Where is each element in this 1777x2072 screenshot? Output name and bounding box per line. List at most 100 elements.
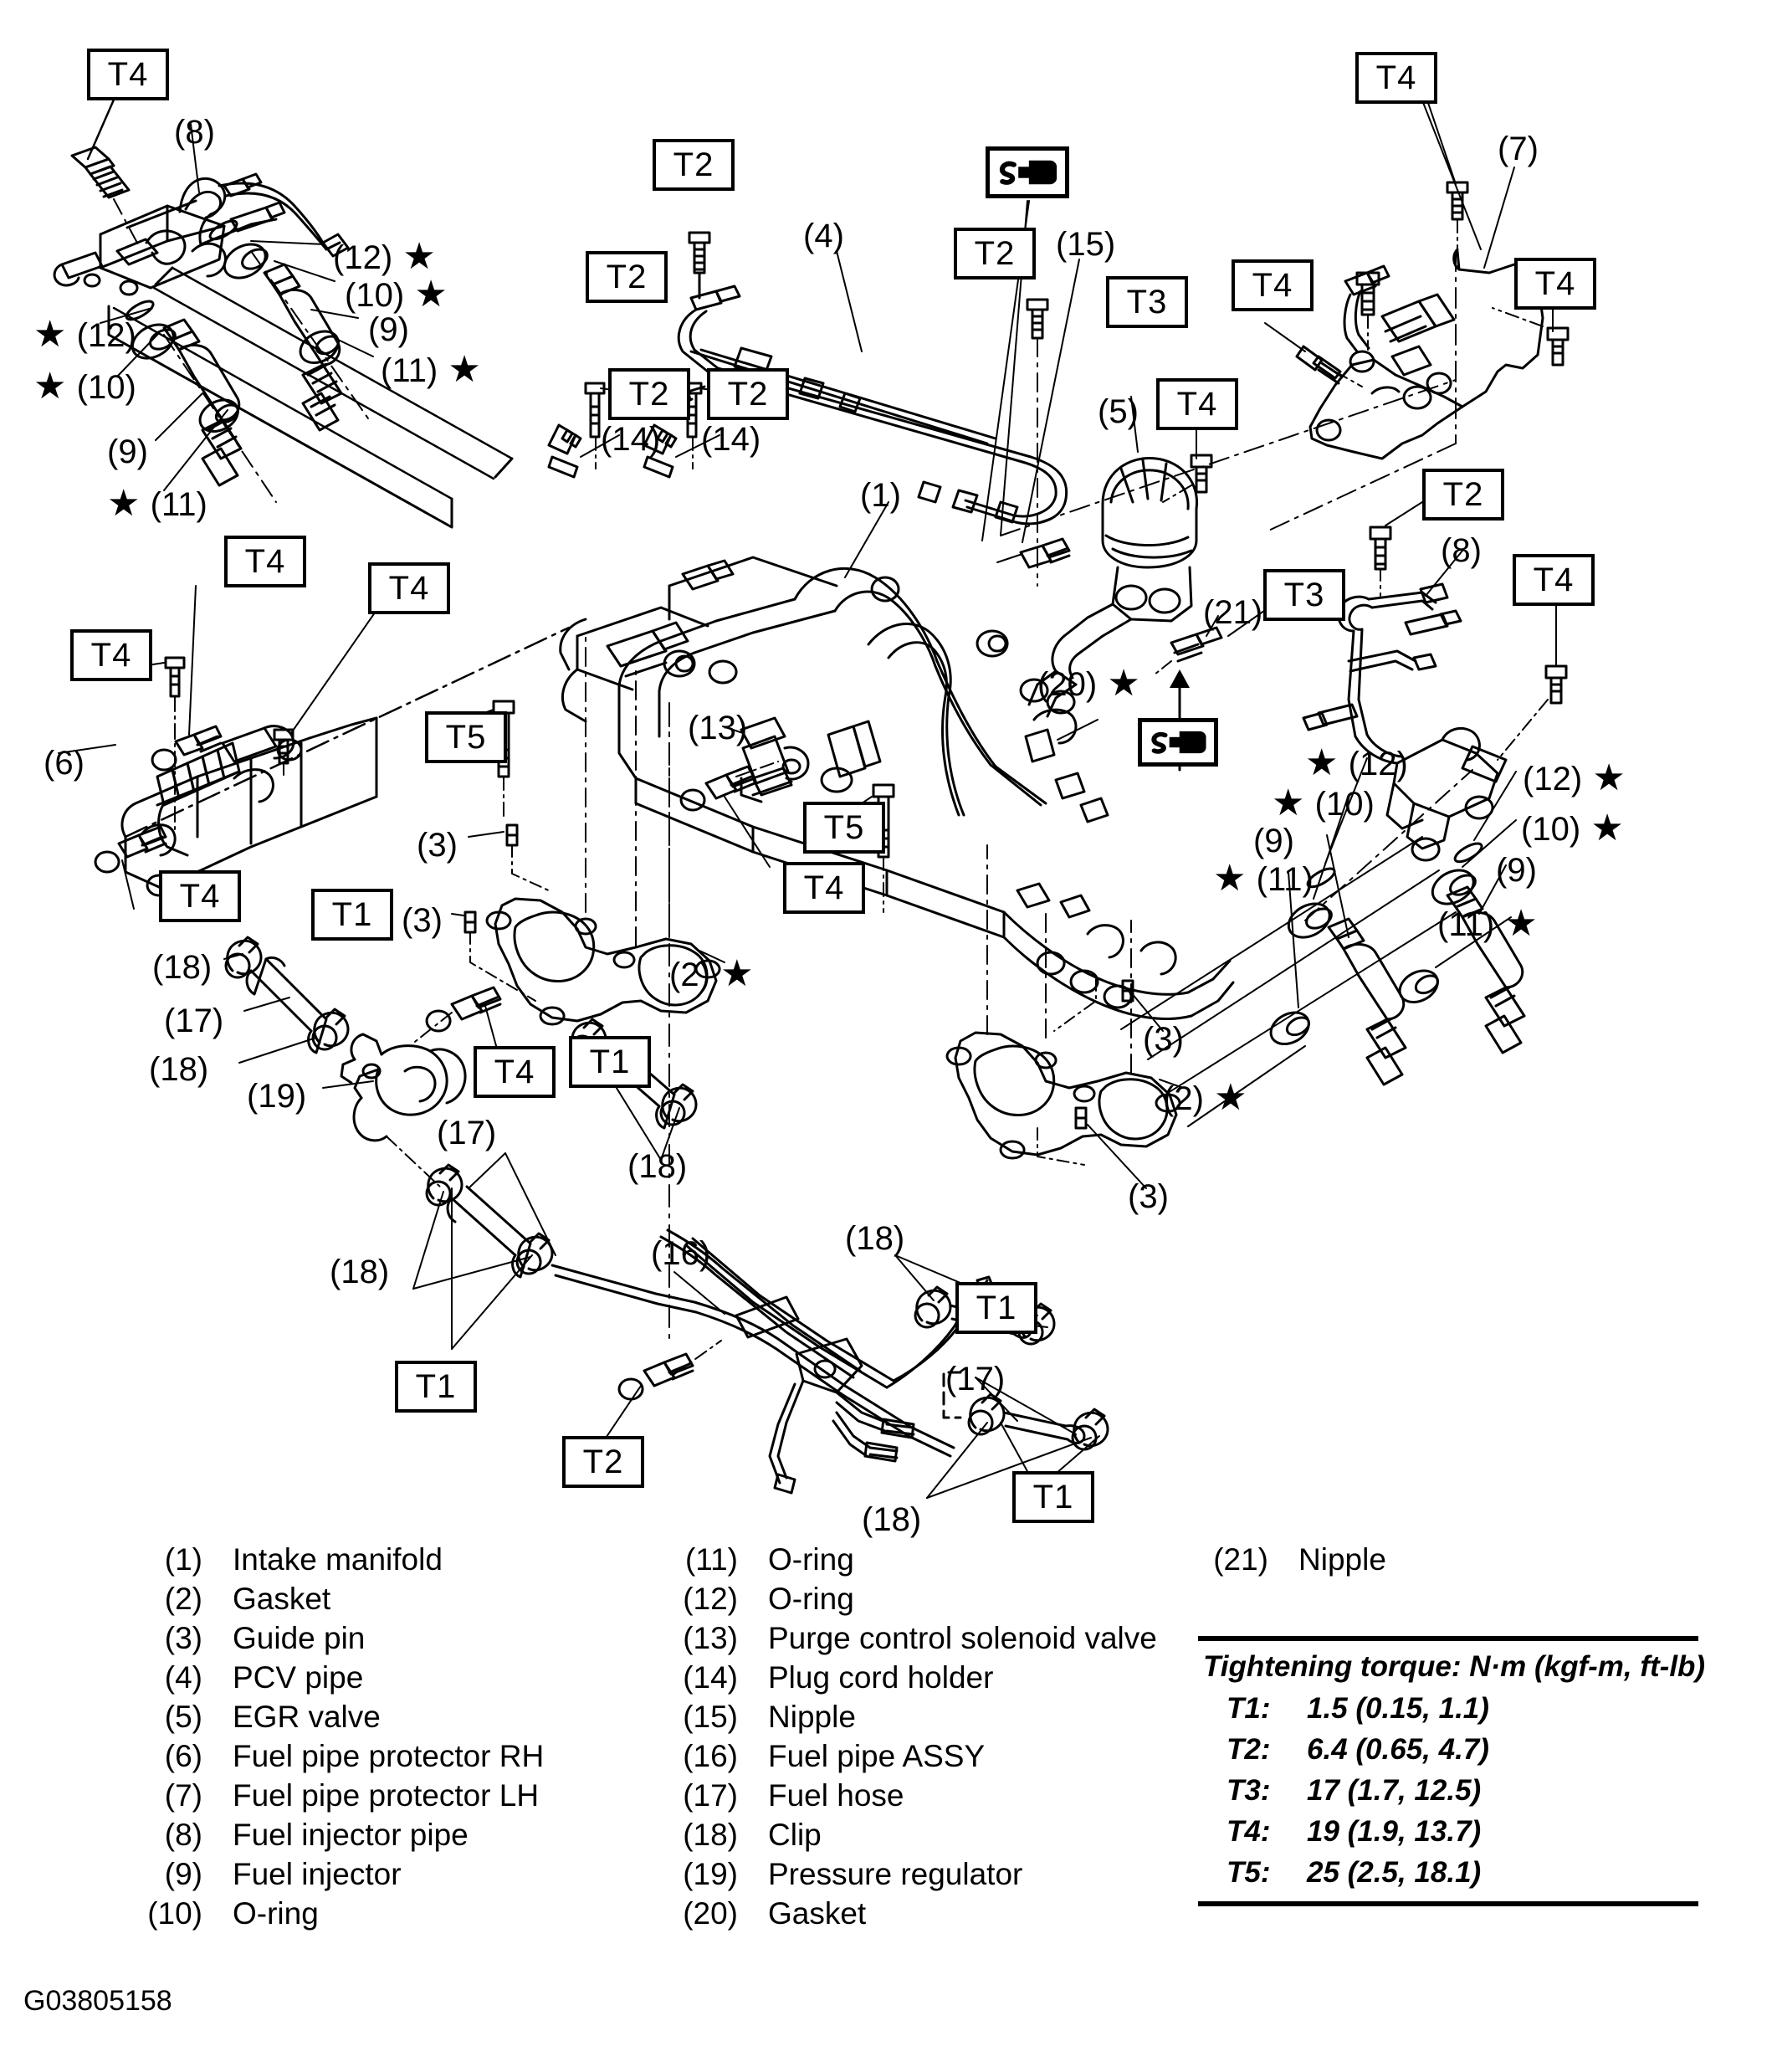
part-number-label: (11) bbox=[381, 352, 438, 389]
part-number-label: (8) bbox=[174, 114, 215, 151]
part-number-label: (6) bbox=[44, 745, 84, 782]
part-callout-3-22: (3) bbox=[402, 904, 443, 937]
star-icon: ★ bbox=[107, 483, 151, 524]
torque-code: T2: bbox=[1226, 1733, 1271, 1766]
part-number-label: (12) bbox=[76, 317, 136, 354]
legend-item: (9)Fuel injector bbox=[134, 1854, 544, 1894]
part-number-label: (18) bbox=[862, 1501, 922, 1538]
legend-item: (16)Fuel pipe ASSY bbox=[669, 1736, 1157, 1776]
torque-callout-t5-18: T5 bbox=[803, 802, 885, 854]
legend-item-name: Fuel hose bbox=[768, 1778, 904, 1813]
torque-row: T3: 17 (1.7, 12.5) bbox=[1198, 1770, 1698, 1811]
part-callout-18-41: (18) bbox=[330, 1255, 389, 1289]
part-number-label: (9) bbox=[1253, 823, 1294, 859]
legend-item-number: (15) bbox=[683, 1700, 738, 1734]
torque-callout-t1-25: T1 bbox=[955, 1282, 1037, 1334]
part-number-label: (7) bbox=[1498, 131, 1539, 167]
torque-row: T5:25 (2.5, 18.1) bbox=[1198, 1852, 1698, 1893]
star-icon: ★ bbox=[1203, 1077, 1247, 1118]
legend-item: (3)Guide pin bbox=[134, 1618, 544, 1658]
parts-legend: (1)Intake manifold(2)Gasket(3)Guide pin(… bbox=[0, 1540, 1777, 2042]
legend-item-number: (12) bbox=[683, 1582, 738, 1616]
part-number-label: (15) bbox=[1056, 226, 1116, 263]
part-number-label: (2) bbox=[669, 957, 710, 993]
part-number-label: (18) bbox=[330, 1254, 390, 1290]
torque-callout-t1-24: T1 bbox=[395, 1361, 477, 1413]
legend-item: (14)Plug cord holder bbox=[669, 1658, 1157, 1697]
torque-row: T2: 6.4 (0.65, 4.7) bbox=[1198, 1729, 1698, 1770]
legend-item-name: O-ring bbox=[233, 1896, 319, 1931]
legend-item: (7)Fuel pipe protector LH bbox=[134, 1776, 544, 1815]
part-number-label: (17) bbox=[945, 1361, 1006, 1398]
grease-bottle-icon-1 bbox=[1138, 718, 1218, 767]
part-callout-11-27: ★ (11) bbox=[1213, 860, 1314, 897]
part-callout-20-19: (20) ★ bbox=[1037, 665, 1140, 702]
torque-row: T1:1.5 (0.15, 1.1) bbox=[1198, 1688, 1698, 1729]
legend-item: (13)Purge control solenoid valve bbox=[669, 1618, 1157, 1658]
part-number-label: (18) bbox=[627, 1148, 688, 1185]
legend-item-name: O-ring bbox=[768, 1542, 854, 1577]
torque-callout-t3-7: T3 bbox=[1106, 276, 1188, 328]
tightening-torque-table: Tightening torque: N·m (kgf-m, ft-lb) T1… bbox=[1198, 1636, 1706, 1906]
part-number-label: (17) bbox=[437, 1115, 497, 1151]
legend-item-number: (3) bbox=[164, 1621, 202, 1655]
part-number-label: (21) bbox=[1203, 594, 1263, 631]
legend-item: (12)O-ring bbox=[669, 1579, 1157, 1618]
part-number-label: (12) bbox=[1523, 761, 1583, 798]
torque-callout-t2-1: T2 bbox=[653, 139, 735, 191]
torque-callout-t5-17: T5 bbox=[425, 711, 507, 763]
part-callout-19-38: (19) bbox=[247, 1080, 306, 1113]
legend-item: (15) Nipple bbox=[669, 1697, 1157, 1736]
torque-callout-t4-20: T4 bbox=[159, 870, 241, 922]
star-icon: ★ bbox=[1494, 903, 1538, 944]
torque-callout-t4-16: T4 bbox=[1513, 554, 1595, 606]
part-callout-9-3: (9) bbox=[368, 313, 409, 346]
torque-callout-t4-12: T4 bbox=[368, 562, 450, 614]
torque-callout-t2-9: T2 bbox=[707, 368, 789, 420]
part-callout-14-13: (14) bbox=[601, 423, 660, 456]
part-callout-18-40: (18) bbox=[627, 1150, 687, 1183]
torque-callout-t2-14: T2 bbox=[1422, 469, 1504, 521]
torque-callout-t4-10: T4 bbox=[1156, 378, 1238, 430]
legend-item-number: (13) bbox=[683, 1621, 738, 1655]
star-icon: ★ bbox=[1097, 663, 1140, 704]
star-icon: ★ bbox=[1580, 808, 1624, 849]
part-number-label: (9) bbox=[1496, 852, 1537, 889]
legend-item-number: (7) bbox=[164, 1778, 202, 1813]
part-callout-2-33: (2) ★ bbox=[1163, 1080, 1247, 1116]
torque-code: T3: bbox=[1226, 1774, 1271, 1807]
part-callout-3-32: (3) bbox=[1143, 1023, 1184, 1056]
legend-item-name: Fuel pipe ASSY bbox=[768, 1739, 986, 1773]
legend-column-0: (1)Intake manifold(2)Gasket(3)Guide pin(… bbox=[134, 1540, 544, 1933]
part-callout-18-35: (18) bbox=[152, 951, 212, 984]
legend-item-number: (18) bbox=[683, 1818, 738, 1852]
torque-callout-t4-22: T4 bbox=[474, 1046, 556, 1098]
part-number-label: (16) bbox=[651, 1235, 711, 1272]
part-number-label: (11) bbox=[150, 486, 207, 523]
part-number-label: (8) bbox=[1441, 532, 1482, 569]
legend-item-number: (10) bbox=[147, 1896, 202, 1931]
part-number-label: (10) bbox=[1314, 786, 1375, 823]
torque-row: T4:19 (1.9, 13.7) bbox=[1198, 1811, 1698, 1852]
part-callout-5-12: (5) bbox=[1098, 395, 1139, 428]
torque-value: 17 (1.7, 12.5) bbox=[1307, 1774, 1482, 1807]
part-number-label: (14) bbox=[601, 421, 661, 458]
torque-value: 6.4 (0.65, 4.7) bbox=[1307, 1733, 1489, 1766]
part-callout-17-36: (17) bbox=[164, 1004, 223, 1038]
part-number-label: (17) bbox=[164, 1003, 224, 1039]
torque-value: 25 (2.5, 18.1) bbox=[1307, 1856, 1482, 1889]
legend-item-number: (21) bbox=[1213, 1542, 1268, 1577]
torque-callout-t4-5: T4 bbox=[1514, 258, 1596, 310]
torque-table-header: Tightening torque: N·m (kgf-m, ft-lb) bbox=[1203, 1650, 1706, 1683]
part-number-label: (11) bbox=[1256, 861, 1314, 898]
star-icon: ★ bbox=[438, 349, 481, 390]
part-number-label: (19) bbox=[247, 1078, 307, 1115]
legend-item-name: Nipple bbox=[768, 1700, 856, 1734]
part-callout-17-44: (17) bbox=[945, 1362, 1005, 1396]
torque-callout-t4-19: T4 bbox=[783, 862, 865, 914]
torque-callout-t4-11: T4 bbox=[224, 536, 306, 587]
torque-callout-t1-27: T1 bbox=[1012, 1471, 1094, 1523]
legend-item: (5)EGR valve bbox=[134, 1697, 544, 1736]
torque-callout-t4-4: T4 bbox=[1355, 52, 1437, 104]
torque-code: T1: bbox=[1226, 1692, 1271, 1725]
